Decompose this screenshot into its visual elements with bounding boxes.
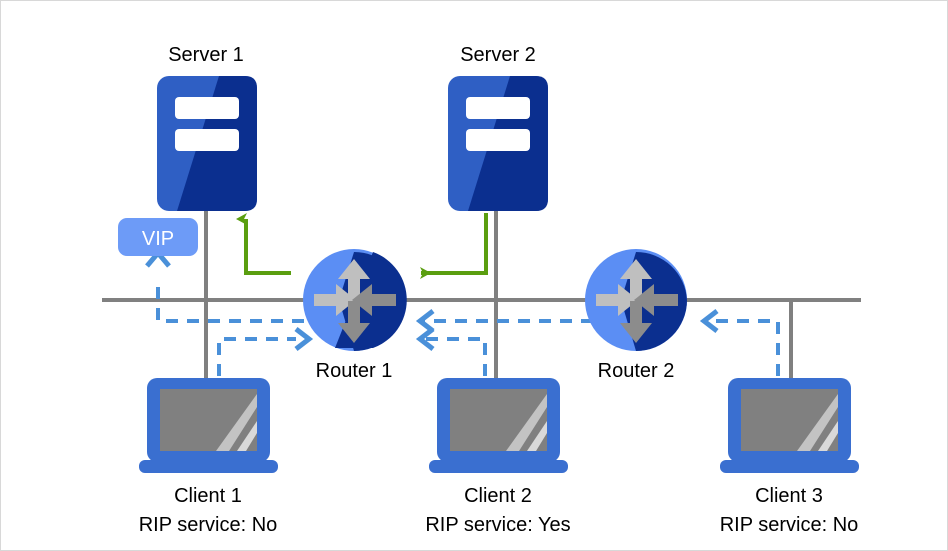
server2-bay-1	[466, 97, 530, 119]
router1-arrow-left	[352, 284, 396, 316]
client1-base	[139, 460, 278, 473]
client3-rip-status: RIP service: No	[719, 514, 859, 536]
router2-arrow-left	[634, 284, 678, 316]
green-flow-group	[236, 213, 488, 279]
arrowhead-left-router1-lower	[415, 327, 435, 351]
router1-arrow-down	[338, 301, 370, 343]
server1-bay-1	[175, 97, 239, 119]
router1-icon[interactable]	[303, 249, 407, 351]
blue-flow-group	[156, 287, 780, 376]
client3-icon[interactable]	[720, 378, 859, 473]
client1-rip-status: RIP service: No	[138, 514, 278, 536]
arrowhead-right-router1	[294, 327, 314, 351]
blue-flow-client1-to-router1	[217, 337, 296, 376]
client2-rip-status: RIP service: Yes	[425, 514, 571, 536]
router1-label: Router 1	[315, 360, 393, 382]
router1-arrow-up	[338, 259, 370, 301]
router1-arrow-right	[314, 284, 356, 316]
client2-icon[interactable]	[429, 378, 568, 473]
server1-icon[interactable]	[157, 76, 257, 211]
router2-arrow-down	[620, 301, 652, 343]
arrowhead-left-router2	[699, 309, 719, 333]
router2-icon[interactable]	[585, 249, 687, 351]
client2-label: Client 2	[464, 485, 532, 507]
server2-label: Server 2	[460, 44, 536, 66]
vip-badge[interactable]: VIP	[118, 218, 198, 256]
vip-badge-label: VIP	[142, 228, 174, 250]
server1-label: Server 1	[168, 44, 244, 66]
client2-base	[429, 460, 568, 473]
arrowhead-left-router1-upper	[415, 309, 435, 333]
blue-arrowheads	[145, 249, 719, 351]
green-flow-server2-to-router1	[420, 213, 488, 279]
green-flow-router1-to-server1	[236, 213, 291, 275]
router2-label: Router 2	[597, 360, 675, 382]
client1-label: Client 1	[174, 485, 242, 507]
server1-bay-2	[175, 129, 239, 151]
backbone-lines	[102, 211, 861, 379]
client3-label: Client 3	[755, 485, 823, 507]
client1-icon[interactable]	[139, 378, 278, 473]
blue-flow-to-vip	[156, 287, 321, 323]
router2-arrow-up	[620, 259, 652, 301]
server2-bay-2	[466, 129, 530, 151]
router2-arrow-right	[596, 284, 638, 316]
client3-base	[720, 460, 859, 473]
server2-icon[interactable]	[448, 76, 548, 211]
